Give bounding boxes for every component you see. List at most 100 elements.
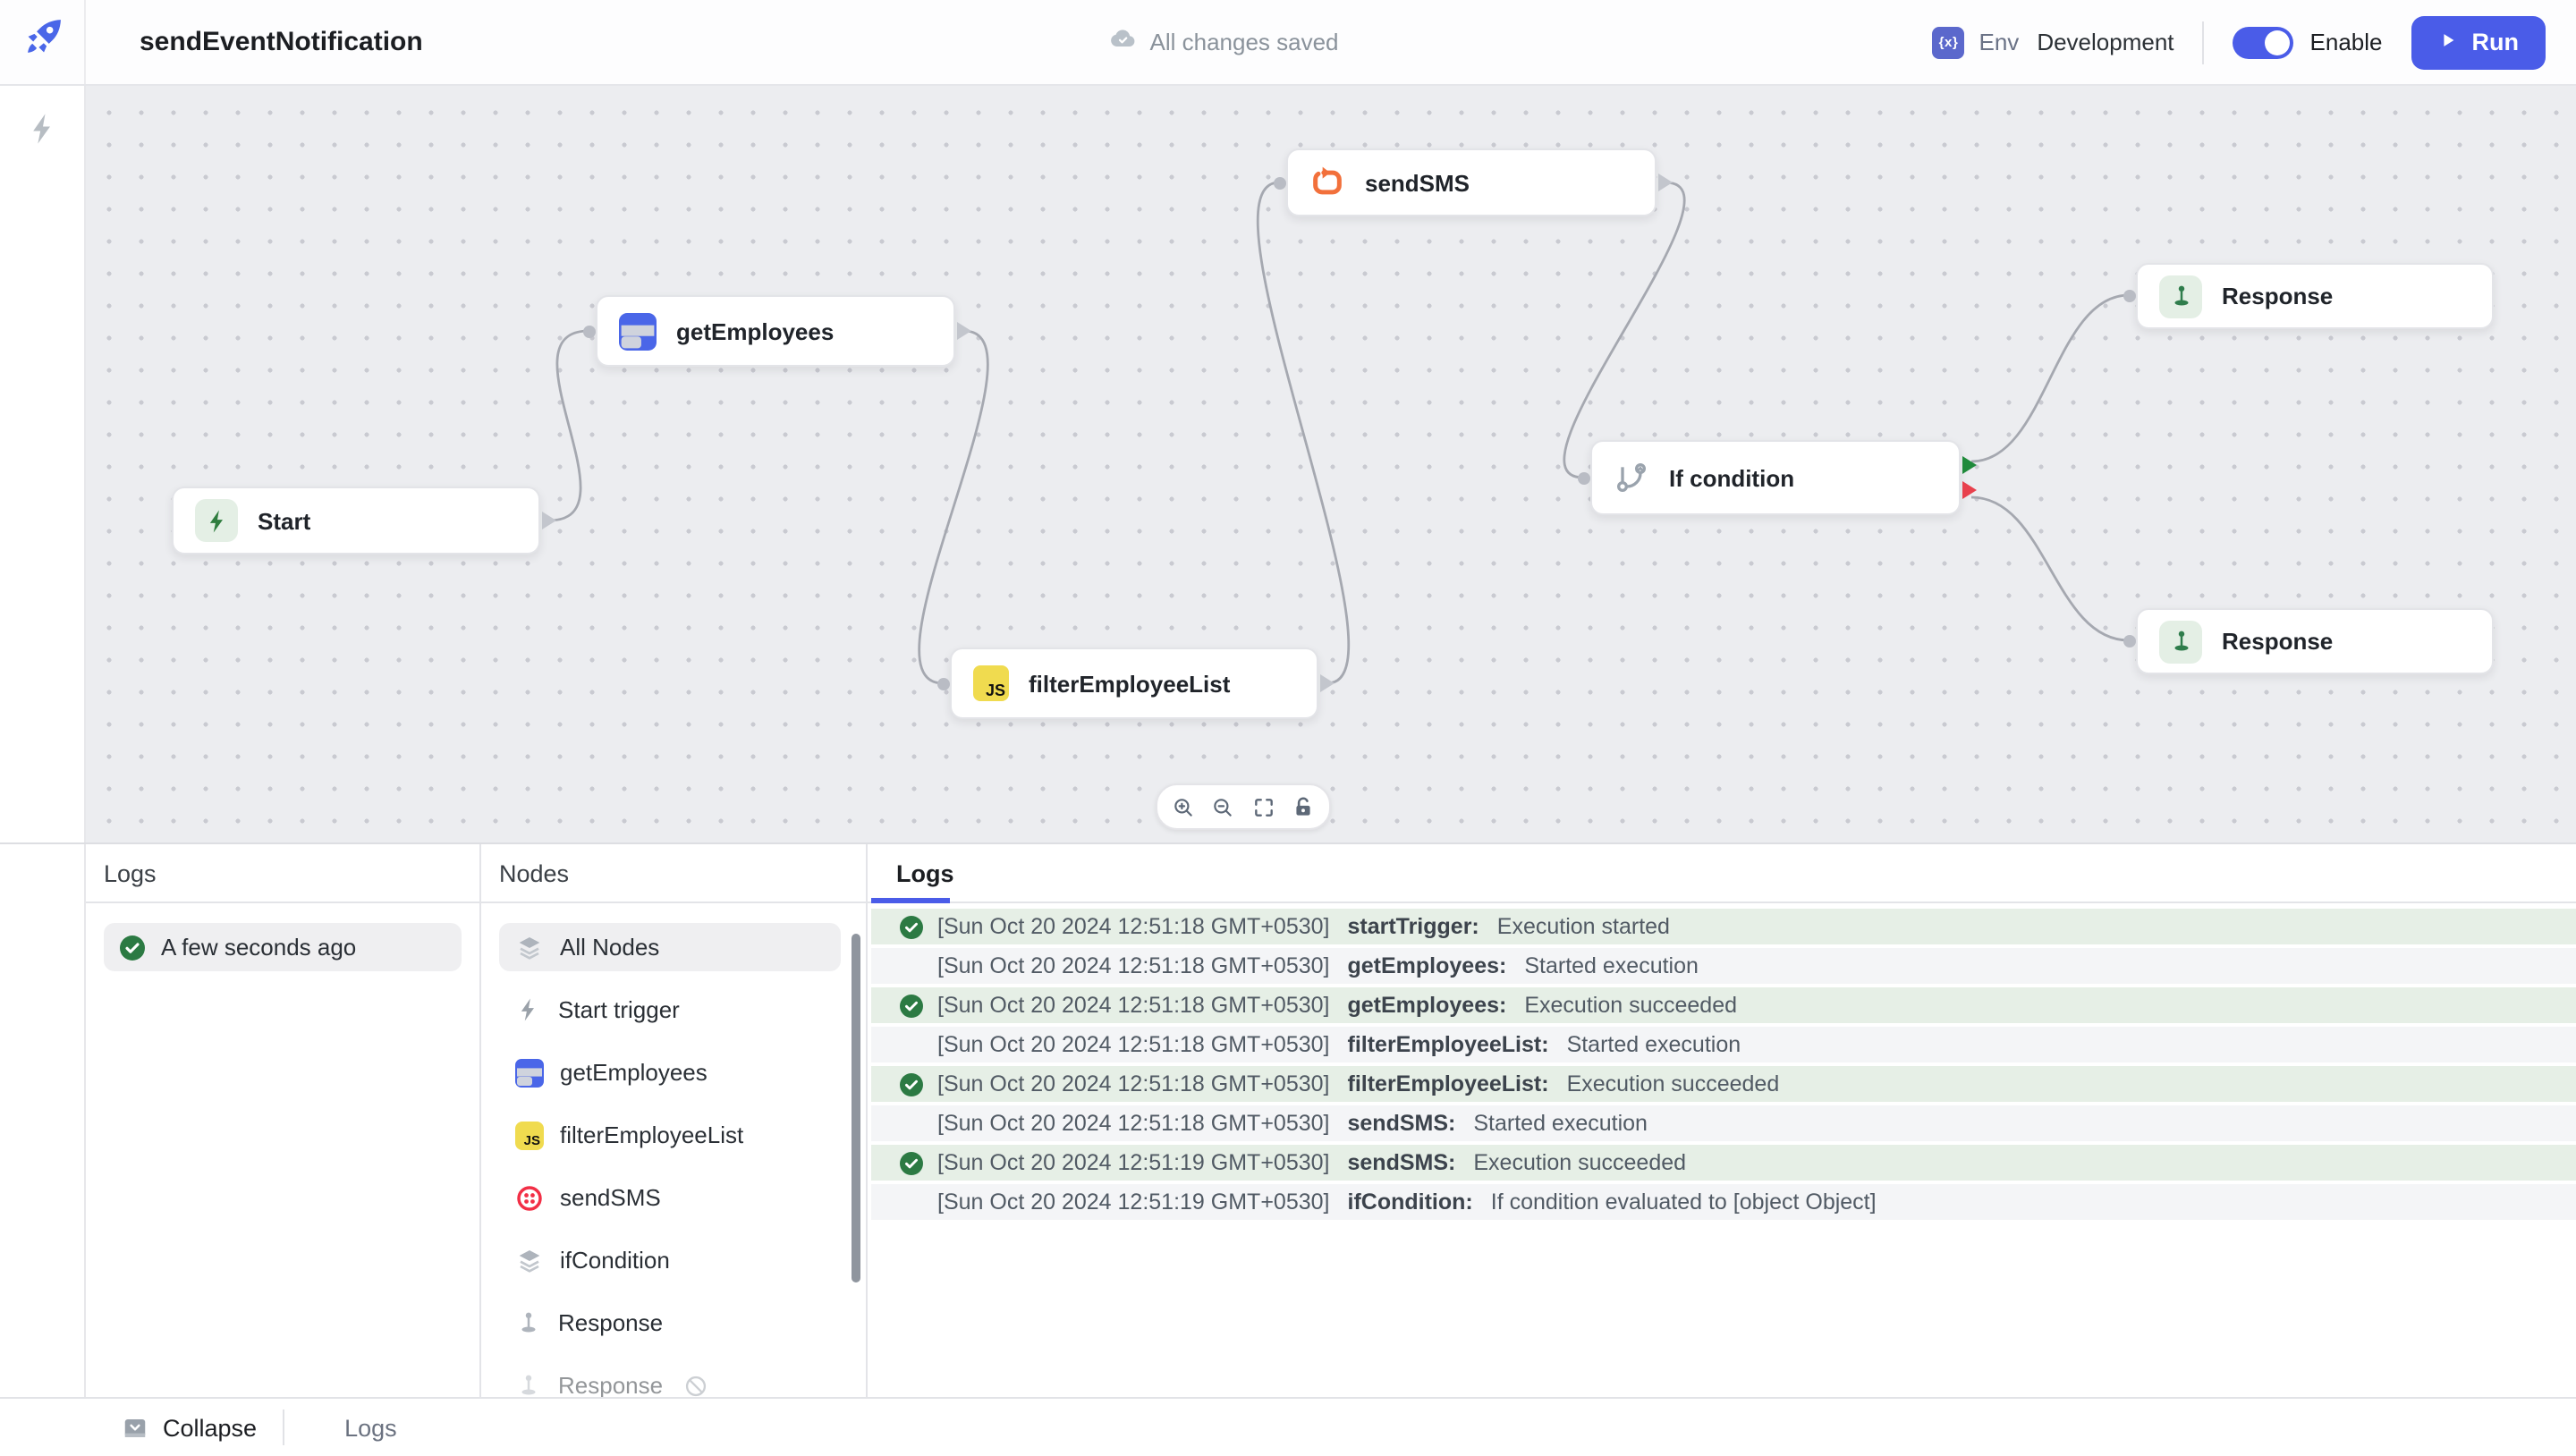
log-node: getEmployees:: [1348, 953, 1507, 978]
enable-label: Enable: [2310, 29, 2383, 55]
node-filter-response-disabled[interactable]: Response: [499, 1361, 841, 1397]
log-message: Execution succeeded: [1524, 993, 1737, 1018]
true-output-port[interactable]: [1962, 456, 1977, 474]
node-response-false[interactable]: Response: [2136, 608, 2494, 674]
success-check-icon: [900, 915, 923, 938]
table-query-icon: [619, 312, 657, 350]
log-icon-spacer: [900, 1190, 923, 1214]
workflow-canvas[interactable]: Start getEmployees sendSMS: [86, 86, 2576, 842]
unlock-icon[interactable]: [1289, 792, 1318, 821]
node-filter-getEmployees[interactable]: getEmployees: [499, 1048, 841, 1096]
collapse-button[interactable]: Collapse: [122, 1414, 257, 1441]
bottom-bar: Collapse Logs: [0, 1397, 2576, 1456]
log-icon-spacer: [900, 954, 923, 978]
input-port[interactable]: [2123, 290, 2136, 302]
trigger-nav-bolt-icon[interactable]: [24, 111, 60, 842]
node-filter-response[interactable]: Response: [499, 1299, 841, 1347]
input-port[interactable]: [937, 677, 950, 690]
node-filter-label: sendSMS: [560, 1184, 661, 1211]
log-node: sendSMS:: [1348, 1150, 1456, 1175]
node-filter-label: filterEmployeeList: [560, 1122, 743, 1148]
output-port[interactable]: [542, 512, 556, 529]
node-filter-start-trigger[interactable]: Start trigger: [499, 986, 841, 1034]
node-label: If condition: [1669, 464, 1794, 491]
log-row: [Sun Oct 20 2024 12:51:18 GMT+0530] send…: [871, 1105, 2576, 1141]
log-row: [Sun Oct 20 2024 12:51:18 GMT+0530] filt…: [871, 1066, 2576, 1102]
node-label: getEmployees: [676, 317, 834, 344]
node-label: filterEmployeeList: [1029, 670, 1230, 697]
header-actions: {x} Env Development Enable Run: [1933, 15, 2576, 69]
save-status: All changes saved: [1108, 25, 1338, 59]
app-logo[interactable]: [0, 0, 86, 84]
input-port[interactable]: [1274, 176, 1286, 189]
log-row: [Sun Oct 20 2024 12:51:18 GMT+0530] filt…: [871, 1027, 2576, 1062]
output-port[interactable]: [1658, 174, 1673, 191]
log-timestamp: [Sun Oct 20 2024 12:51:18 GMT+0530]: [937, 1111, 1330, 1136]
layers-icon: [515, 933, 544, 961]
footer-divider: [282, 1409, 284, 1445]
node-ifCondition[interactable]: If condition: [1590, 440, 1961, 515]
log-timestamp: [Sun Oct 20 2024 12:51:18 GMT+0530]: [937, 953, 1330, 978]
output-port[interactable]: [1320, 674, 1335, 692]
log-node: startTrigger:: [1348, 914, 1479, 939]
enable-toggle[interactable]: [2233, 26, 2294, 58]
fit-view-icon[interactable]: [1249, 792, 1277, 821]
node-response-true[interactable]: Response: [2136, 263, 2494, 329]
log-message: If condition evaluated to [object Object…: [1491, 1189, 1877, 1215]
logs-tab-bar: Logs: [868, 844, 2576, 903]
log-row: [Sun Oct 20 2024 12:51:18 GMT+0530] getE…: [871, 948, 2576, 984]
edge-ifCondition-false-response: [1971, 497, 2129, 640]
edge-getEmployees-filterEmployeeList: [919, 331, 988, 683]
flag-pin-icon: [515, 1309, 542, 1336]
run-button-label: Run: [2472, 29, 2520, 55]
node-start[interactable]: Start: [172, 487, 540, 554]
node-sendSMS[interactable]: sendSMS: [1286, 148, 1657, 216]
node-filter-all-nodes[interactable]: All Nodes: [499, 923, 841, 971]
env-selector[interactable]: Development: [2037, 29, 2174, 55]
false-output-port[interactable]: [1962, 481, 1977, 499]
success-check-icon: [900, 1072, 923, 1096]
twilio-icon: [515, 1183, 544, 1212]
toggle-knob: [2266, 30, 2291, 55]
sidebar-spacer: [0, 844, 86, 1397]
save-status-text: All changes saved: [1149, 29, 1338, 55]
node-getEmployees[interactable]: getEmployees: [596, 295, 955, 367]
input-port[interactable]: [583, 325, 596, 337]
node-filter-filterEmployeeList[interactable]: JS filterEmployeeList: [499, 1111, 841, 1159]
success-check-icon: [900, 994, 923, 1017]
log-row: [Sun Oct 20 2024 12:51:19 GMT+0530] send…: [871, 1145, 2576, 1181]
log-node: filterEmployeeList:: [1348, 1032, 1549, 1057]
app-header: sendEventNotification All changes saved …: [0, 0, 2576, 86]
log-node: filterEmployeeList:: [1348, 1071, 1549, 1096]
blocked-icon: [682, 1373, 708, 1397]
footer-logs-link[interactable]: Logs: [344, 1414, 397, 1441]
input-port[interactable]: [2123, 635, 2136, 648]
node-filter-sendSMS[interactable]: sendSMS: [499, 1173, 841, 1222]
run-history-item[interactable]: A few seconds ago: [104, 923, 462, 971]
main-area: Start getEmployees sendSMS: [0, 86, 2576, 842]
node-filterEmployeeList[interactable]: JS filterEmployeeList: [950, 648, 1318, 719]
output-port[interactable]: [957, 322, 971, 340]
bolt-icon: [195, 499, 238, 542]
log-icon-spacer: [900, 1112, 923, 1135]
edge-ifCondition-true-response: [1971, 295, 2129, 461]
log-icon-spacer: [900, 1033, 923, 1056]
debugger-panel: Logs A few seconds ago Nodes All Nodes: [0, 842, 2576, 1397]
node-filter-label: All Nodes: [560, 934, 659, 961]
env-label: Env: [1979, 29, 2020, 55]
logs-column: Logs [Sun Oct 20 2024 12:51:18 GMT+0530]…: [868, 844, 2576, 1397]
tab-logs[interactable]: Logs: [868, 859, 954, 886]
run-button[interactable]: Run: [2411, 15, 2546, 69]
workflow-title: sendEventNotification: [140, 27, 423, 57]
flag-pin-icon: [515, 1372, 542, 1397]
rocket-icon: [19, 14, 65, 70]
node-filter-label: Start trigger: [558, 996, 680, 1023]
zoom-out-icon[interactable]: [1209, 792, 1238, 821]
nodes-column-header: Nodes: [481, 844, 866, 903]
input-port[interactable]: [1578, 471, 1590, 484]
node-filter-ifCondition[interactable]: ifCondition: [499, 1236, 841, 1284]
bolt-icon: [515, 996, 542, 1023]
zoom-in-icon[interactable]: [1169, 792, 1198, 821]
nodes-scrollbar[interactable]: [852, 934, 860, 1282]
